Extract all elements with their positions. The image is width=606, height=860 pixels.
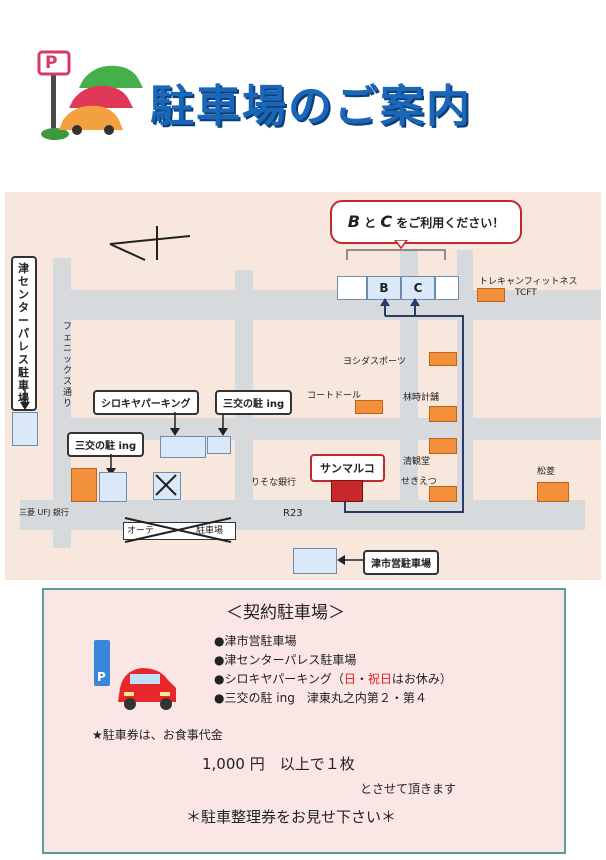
road-r23 [20,500,585,530]
arrow-down-icon [170,412,180,436]
lot-list-item-shirokiya: ●シロキヤパーキング（日・祝日はお休み） [214,670,452,687]
ote-parking-text: オーテ [127,526,155,536]
contract-parking-panel: ＜契約駐車場＞ P ●津市営駐車場 ●津センターパレス駐車場 ●シロキヤパーキン… [42,588,566,854]
callout-b: B [347,212,360,231]
tsu-city-parking-text: 津市営駐車場 [371,559,431,570]
contract-heading: ＜契約駐車場＞ [226,603,345,623]
sekietsu-label: せきえつ [401,477,437,487]
lot-c[interactable]: C [401,276,435,300]
tsu-center-palace-label: 津センターパレス駐車場 [11,256,37,411]
sanmaruko-building[interactable] [331,480,363,502]
sign-p-letter: P [97,670,106,684]
parking-cars-icon [37,50,143,140]
lot-row-cell-4 [435,276,459,300]
tsu-center-palace-lot[interactable] [12,412,38,446]
shirokiya-dot: ・ [355,672,368,686]
parking-sign-letter: P [45,53,58,73]
parking-map: B と C をご利用ください！ B C 津センターパレス駐車場 フェニックス通り… [5,192,601,580]
tcft-label: TCFT [515,288,537,298]
sanko-ing-lot-2[interactable] [99,472,127,502]
building-hayashi [429,406,457,422]
shirokiya-sunday: 日 [343,672,356,686]
resona-label: りそな銀行 [251,478,297,488]
tsu-center-palace-text: 津センターパレス駐車場 [18,262,29,405]
mufg-label: 三菱 UFJ 銀行 [19,508,69,517]
page-title: 駐車場のご案内 [150,81,472,132]
road-north [53,290,601,320]
arrow-down-icon [20,388,30,410]
tsu-city-parking-callout: 津市営駐車場 [363,550,439,575]
building-court-doll [355,400,383,414]
building-sekietsu [429,486,457,502]
building-seikando [429,438,457,454]
building-shoryo [537,482,569,502]
callout-and: と [364,216,377,230]
arrow-down-icon [218,414,228,436]
lot-row-cell-1 [337,276,367,300]
lot-list-item: ●三交の駐 ing 津東丸之内第２・第４ [214,691,427,705]
bc-callout: B と C をご利用ください！ [330,200,522,244]
sanko-ing-callout-2: 三交の駐 ing [67,432,145,457]
lot-list-item: ●津センターパレス駐車場 [214,653,357,667]
sanmaruko-text: サンマルコ [320,462,375,475]
cross-mark-icon [155,474,177,496]
car-sign-illustration: P [90,636,182,712]
ote-parking-text-2: 駐車場 [196,526,224,536]
shirokiya-holiday: 祝日 [367,672,392,686]
building-tcft [477,288,505,302]
shirokiya-parking-text: シロキヤパーキング [101,399,191,410]
sanko-ing-lot-1[interactable] [207,436,231,454]
arrow-left-icon [337,555,363,565]
sanmaruko-callout: サンマルコ [310,454,385,482]
shoryo-label: 松菱 [537,467,556,477]
lot-b-label: B [379,281,389,295]
ticket-provide: とさせて頂きます [360,782,457,796]
shirokiya-prefix: ●シロキヤパーキング（ [214,672,344,686]
road-west [53,258,71,548]
sanko-ing-callout-1: 三交の駐 ing [215,390,293,415]
sanko-ing-text-1: 三交の駐 ing [223,399,285,410]
callout-c: C [380,212,393,231]
shirokiya-lot[interactable] [160,436,206,458]
ticket-note: ★駐車券は、お食事代金 [92,728,223,742]
sanko-ing-text-2: 三交の駐 ing [75,441,137,452]
callout-leader-lines [346,240,446,260]
route-line [344,298,464,513]
car-icon [94,640,176,710]
shirokiya-parking-callout: シロキヤパーキング [93,390,199,415]
building-mufg [71,468,97,502]
lot-b[interactable]: B [367,276,401,300]
lot-c-label: C [413,281,423,295]
north-arrow-icon [109,226,191,261]
court-doll-label: コートドール [307,391,362,401]
strike-cross-icon [124,517,232,543]
hayashi-clock-label: 林時計舗 [403,393,440,403]
phoenix-street-label: フェニックス通り [63,322,73,409]
lot-list-item: ●津市営駐車場 [214,634,297,648]
ticket-amount: 1,000 円 以上で１枚 [202,755,355,773]
show-ticket-note: ＊駐車整理券をお見せ下さい＊ [186,808,397,826]
yoshidas-label: ヨシダスポーツ [343,357,406,367]
r23-label: R23 [283,508,303,519]
callout-rest: をご利用ください！ [396,216,505,230]
parking-logo: P [35,48,150,143]
shirokiya-suffix: はお休み） [391,672,452,686]
tsu-city-parking-lot[interactable] [293,548,337,574]
seikando-label: 清観堂 [403,457,431,467]
torecyan-label: トレキャンフィットネス [479,277,578,287]
building-yoshidas [429,352,457,366]
